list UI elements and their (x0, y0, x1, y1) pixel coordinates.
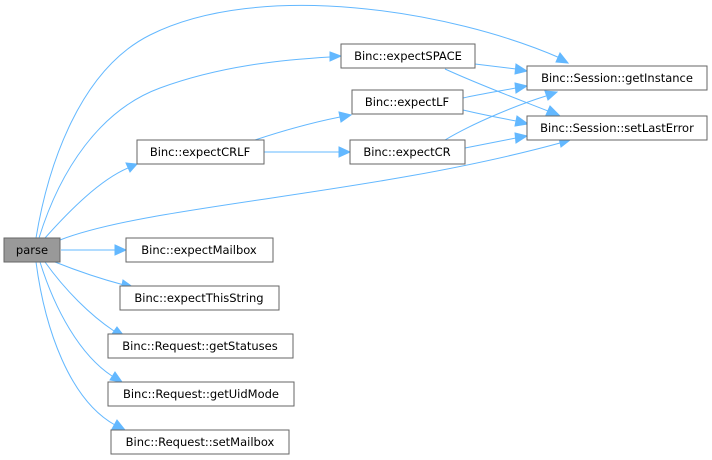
node-expectspace[interactable]: Binc::expectSPACE (340, 43, 476, 69)
node-label-expectmailbox: Binc::expectMailbox (141, 243, 257, 257)
node-label-parse: parse (16, 243, 48, 257)
edge-parse-getuidmode (39, 261, 124, 383)
edge-expectlf-setlasterror (462, 109, 530, 127)
node-label-getuidmode: Binc::Request::getUidMode (123, 387, 279, 401)
edge-parse-expectmailbox (61, 244, 128, 256)
edge-expectcr-setlasterror (464, 132, 529, 149)
node-label-setlasterror: Binc::Session::setLastError (540, 121, 694, 135)
edge-expectspace-setlasterror (444, 68, 561, 116)
node-label-getinstance: Binc::Session::getInstance (541, 71, 693, 85)
edge-parse-getinstance (35, 4, 570, 239)
edge-expectspace-getinstance (474, 63, 529, 75)
node-layer: parse Binc::expectSPACE Binc::expectLF B… (3, 43, 708, 455)
node-setmailbox[interactable]: Binc::Request::setMailbox (110, 429, 290, 455)
node-label-expectcrlf: Binc::expectCRLF (150, 145, 250, 159)
node-label-expectcr: Binc::expectCR (363, 145, 450, 159)
node-expectthisstring[interactable]: Binc::expectThisString (119, 285, 280, 311)
edge-expectcr-getinstance (444, 90, 559, 141)
node-label-getstatuses: Binc::Request::getStatuses (122, 339, 278, 353)
edge-parse-expectcrlf (44, 162, 139, 239)
edge-expectlf-getinstance (462, 82, 529, 99)
node-label-expectspace: Binc::expectSPACE (354, 49, 462, 63)
node-setlasterror[interactable]: Binc::Session::setLastError (526, 115, 708, 141)
node-expectcr[interactable]: Binc::expectCR (349, 139, 466, 165)
edge-expectcrlf-expectcr (264, 146, 352, 158)
node-getuidmode[interactable]: Binc::Request::getUidMode (107, 381, 295, 407)
node-expectlf[interactable]: Binc::expectLF (351, 89, 464, 115)
edge-parse-expectspace (38, 51, 343, 239)
edge-expectcrlf-expectlf (254, 111, 353, 141)
node-getinstance[interactable]: Binc::Session::getInstance (526, 65, 708, 91)
node-parse[interactable]: parse (3, 237, 61, 263)
node-label-expectlf: Binc::expectLF (365, 95, 449, 109)
node-label-expectthisstring: Binc::expectThisString (134, 291, 263, 305)
node-expectmailbox[interactable]: Binc::expectMailbox (125, 237, 274, 263)
node-label-setmailbox: Binc::Request::setMailbox (126, 435, 275, 449)
node-expectcrlf[interactable]: Binc::expectCRLF (136, 139, 265, 165)
node-getstatuses[interactable]: Binc::Request::getStatuses (107, 333, 294, 359)
edge-layer (35, 4, 572, 431)
